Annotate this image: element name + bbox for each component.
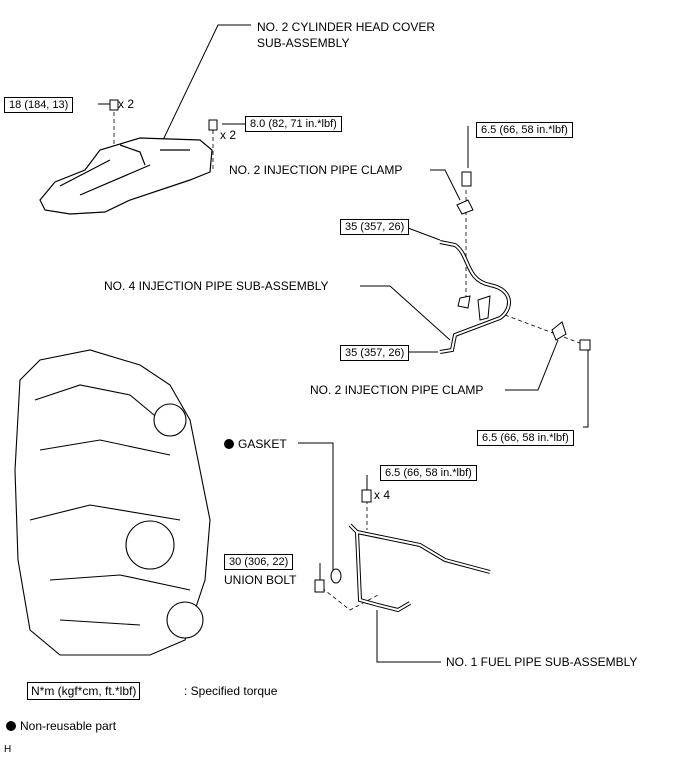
leader-t6 [583, 350, 589, 428]
cylinder-head-cover [39, 137, 213, 215]
leader-clamp-top [430, 169, 461, 201]
clamp-piece [457, 295, 471, 309]
label-fuel-pipe-1: NO. 1 FUEL PIPE SUB-ASSEMBLY [446, 655, 638, 669]
clamp-bottom [551, 321, 567, 341]
injection-pipe-4 [439, 240, 511, 354]
multiplier-1: x 2 [118, 97, 135, 111]
torque-box-7: 6.5 (66, 58 in.*lbf) [380, 465, 477, 481]
bolt-fuel-pipe [361, 489, 372, 503]
leader-inj-pipe-4 [360, 285, 451, 341]
label-clamp-bottom: NO. 2 INJECTION PIPE CLAMP [310, 383, 484, 397]
nut-clamp-bottom [579, 339, 591, 351]
leader-cylinder-head-cover [162, 24, 251, 141]
label-clamp-top: NO. 2 INJECTION PIPE CLAMP [229, 163, 403, 177]
union-bolt [314, 579, 325, 593]
torque-box-8: 30 (306, 22) [224, 554, 294, 570]
leader-clamp-bottom [505, 339, 559, 391]
engine-block [14, 349, 211, 656]
torque-box-3: 6.5 (66, 58 in.*lbf) [476, 122, 573, 138]
torque-box-2: 8.0 (82, 71 in.*lbf) [245, 116, 342, 132]
legend-torque-box: N*m (kgf*cm, ft.*lbf) [27, 682, 141, 700]
label-cyl-head-cover-1: NO. 2 CYLINDER HEAD COVER [257, 20, 436, 34]
gasket-dot-icon [224, 439, 234, 449]
legend-nonreusable: Non-reusable part [20, 719, 117, 733]
clamp-top [456, 199, 474, 215]
multiplier-3: x 4 [374, 488, 391, 502]
multiplier-2: x 2 [220, 128, 237, 142]
label-cyl-head-cover-2: SUB-ASSEMBLY [257, 36, 350, 50]
label-union-bolt: UNION BOLT [224, 573, 297, 587]
leader-gasket [298, 442, 334, 570]
torque-box-4: 35 (357, 26) [340, 219, 410, 235]
nonreusable-dot-icon [6, 721, 16, 731]
gasket-ring [330, 568, 342, 584]
label-injection-pipe-4: NO. 4 INJECTION PIPE SUB-ASSEMBLY [104, 279, 329, 293]
label-gasket: GASKET [238, 437, 287, 451]
fuel-pipe-1 [348, 523, 491, 613]
torque-box-6: 6.5 (66, 58 in.*lbf) [477, 430, 574, 446]
corner-mark: H [4, 744, 12, 755]
bolt-cover-1 [109, 99, 119, 111]
bolt-cover-2 [208, 119, 218, 131]
leader-t4 [407, 227, 441, 241]
legend-torque-text: : Specified torque [184, 684, 278, 698]
torque-box-5: 35 (357, 26) [340, 345, 410, 361]
torque-box-1: 18 (184, 13) [4, 97, 74, 113]
leader-fuel-pipe [376, 610, 441, 663]
bolt-clamp-top [461, 171, 472, 187]
clamp-piece-2 [477, 295, 491, 321]
